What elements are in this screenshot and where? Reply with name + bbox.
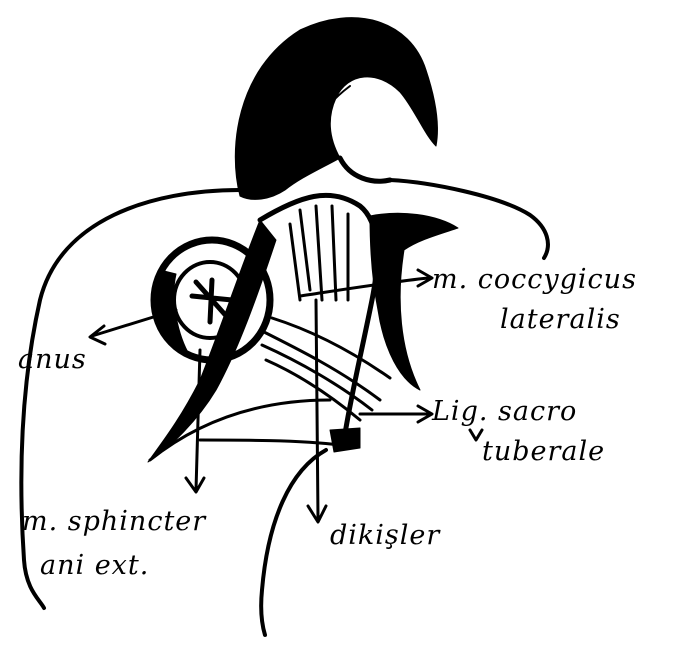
- coccygicus-muscle: [370, 213, 458, 390]
- central-muscle-fibres: [290, 206, 348, 300]
- ligament-bar: [330, 428, 360, 452]
- tail-shape: [235, 18, 437, 200]
- label-sphincter-line1: m. sphincter: [22, 506, 207, 537]
- sacro-tick: [470, 430, 482, 440]
- label-sacro-line1: Lig. sacro: [431, 396, 577, 427]
- label-sphincter-line2: ani ext.: [40, 550, 149, 581]
- mid-lower-line: [200, 440, 340, 445]
- tail-curl-edge: [340, 158, 390, 181]
- coccygicus-shape: [370, 213, 458, 390]
- tail: [235, 18, 437, 200]
- label-sacro-line2: tuberale: [482, 436, 605, 467]
- label-anus: anus: [18, 344, 87, 375]
- label-coccygicus-line1: m. coccygicus: [432, 264, 637, 295]
- leader-lines: [90, 270, 482, 522]
- labels: m. coccygicus lateralis anus Lig. sacro …: [18, 264, 637, 581]
- label-sutures: dikişler: [330, 520, 441, 551]
- label-coccygicus-line2: lateralis: [500, 304, 621, 335]
- ligament-band: [330, 428, 360, 452]
